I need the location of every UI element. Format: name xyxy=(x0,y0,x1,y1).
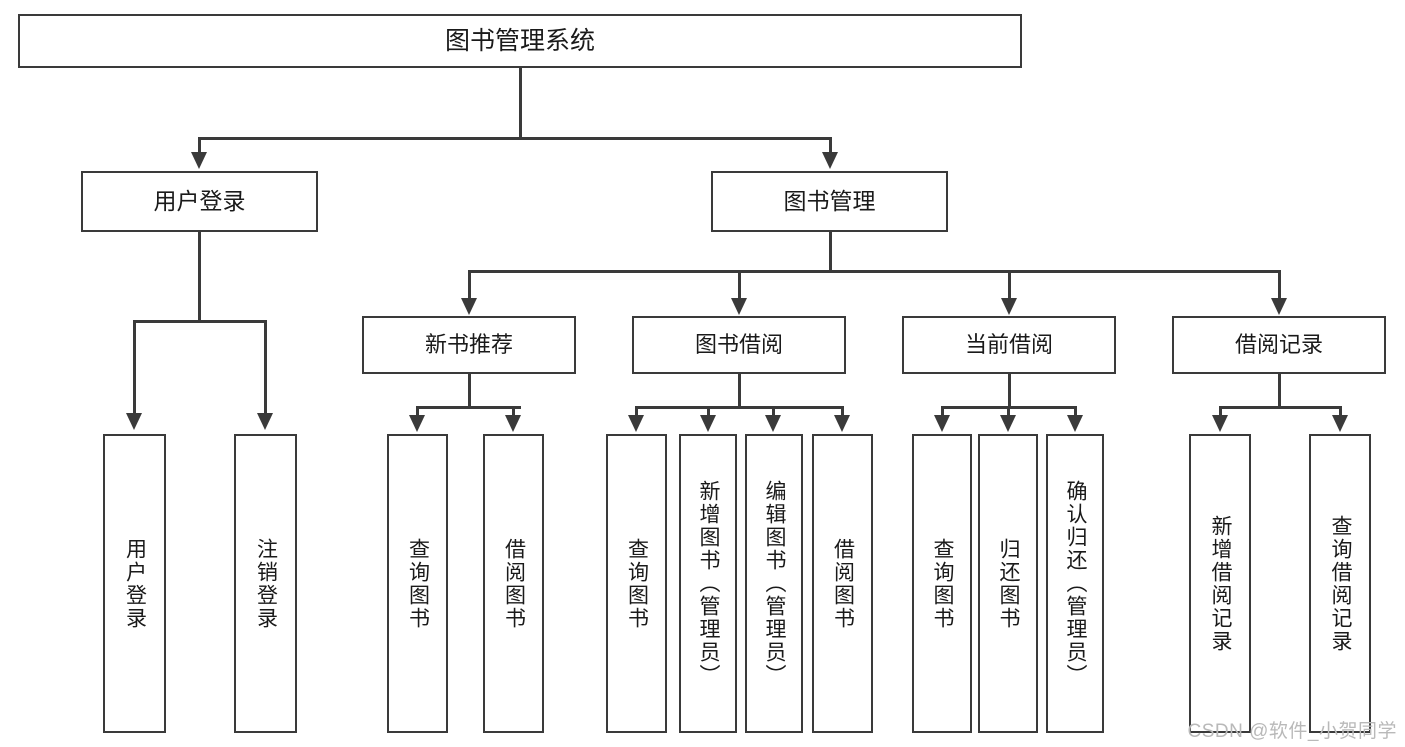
leaf-add-borrow-record[interactable]: 新增借阅记录 xyxy=(1189,434,1251,733)
connector-newbook-bar xyxy=(416,406,521,409)
connector-records-stem xyxy=(1278,374,1281,408)
arrow-current-to-leaf1 xyxy=(934,415,950,432)
node-label: 查询图书 xyxy=(406,537,430,630)
node-label: 新增图书（管理员） xyxy=(697,480,721,687)
node-label: 图书管理 xyxy=(783,188,876,215)
arrow-records-to-leaf1 xyxy=(1212,415,1228,432)
connector-bookmgmt-to-newbook xyxy=(468,270,471,301)
arrow-newbook-to-leaf1 xyxy=(409,415,425,432)
connector-bookmgmt-to-records xyxy=(1278,270,1281,301)
leaf-query-book-borrow[interactable]: 查询图书 xyxy=(606,434,667,733)
connector-borrow-stem xyxy=(738,374,741,408)
node-root-system[interactable]: 图书管理系统 xyxy=(18,14,1022,68)
node-label: 查询借阅记录 xyxy=(1329,514,1353,653)
connector-login-bar xyxy=(133,320,264,323)
arrow-bookmgmt-to-borrow xyxy=(731,298,747,315)
connector-root-stem xyxy=(519,68,522,138)
connector-newbook-to-leaf1 xyxy=(416,406,419,418)
node-label: 查询图书 xyxy=(625,537,649,630)
arrow-login-to-leaf2 xyxy=(257,413,273,430)
connector-current-stem xyxy=(1008,374,1011,408)
connector-current-to-leaf1 xyxy=(941,406,944,418)
connector-current-to-leaf2 xyxy=(1007,406,1010,418)
node-label: 注销登录 xyxy=(254,537,278,630)
connector-bookmgmt-stem xyxy=(829,232,832,272)
arrow-bookmgmt-to-records xyxy=(1271,298,1287,315)
leaf-edit-book-admin[interactable]: 编辑图书（管理员） xyxy=(745,434,803,733)
leaf-query-borrow-record[interactable]: 查询借阅记录 xyxy=(1309,434,1371,733)
node-new-book-recommend[interactable]: 新书推荐 xyxy=(362,316,576,374)
arrow-current-to-leaf2 xyxy=(1000,415,1016,432)
leaf-return-book[interactable]: 归还图书 xyxy=(978,434,1038,733)
leaf-query-book-current[interactable]: 查询图书 xyxy=(912,434,972,733)
arrow-borrow-to-leaf4 xyxy=(834,415,850,432)
node-label: 查询图书 xyxy=(931,537,955,630)
leaf-confirm-return-admin[interactable]: 确认归还（管理员） xyxy=(1046,434,1104,733)
connector-current-to-leaf3 xyxy=(1074,406,1077,418)
node-borrow-records[interactable]: 借阅记录 xyxy=(1172,316,1386,374)
leaf-borrow-book-recommend[interactable]: 借阅图书 xyxy=(483,434,544,733)
connector-records-to-leaf2 xyxy=(1339,406,1342,418)
connector-borrow-to-leaf1 xyxy=(635,406,638,418)
node-label: 用户登录 xyxy=(153,188,246,215)
leaf-borrow-book[interactable]: 借阅图书 xyxy=(812,434,873,733)
connector-borrow-bar xyxy=(635,406,843,409)
node-label: 图书借阅 xyxy=(694,332,783,358)
connector-login-stem xyxy=(198,232,201,322)
leaf-add-book-admin[interactable]: 新增图书（管理员） xyxy=(679,434,737,733)
arrow-root-to-bookmgmt xyxy=(822,152,838,169)
arrow-current-to-leaf3 xyxy=(1067,415,1083,432)
node-label: 当前借阅 xyxy=(964,332,1053,358)
arrow-borrow-to-leaf1 xyxy=(628,415,644,432)
node-label: 图书管理系统 xyxy=(444,26,595,55)
connector-bookmgmt-to-borrow xyxy=(738,270,741,301)
arrow-bookmgmt-to-current xyxy=(1001,298,1017,315)
node-label: 编辑图书（管理员） xyxy=(763,480,787,687)
connector-records-to-leaf1 xyxy=(1219,406,1222,418)
arrow-borrow-to-leaf3 xyxy=(765,415,781,432)
connector-root-bar xyxy=(198,137,831,140)
arrow-login-to-leaf1 xyxy=(126,413,142,430)
node-label: 新书推荐 xyxy=(424,332,513,358)
leaf-user-login[interactable]: 用户登录 xyxy=(103,434,166,733)
arrow-records-to-leaf2 xyxy=(1332,415,1348,432)
connector-borrow-to-leaf2 xyxy=(707,406,710,418)
node-label: 借阅记录 xyxy=(1234,332,1323,358)
node-book-management[interactable]: 图书管理 xyxy=(711,171,948,232)
node-label: 借阅图书 xyxy=(831,537,855,630)
connector-borrow-to-leaf4 xyxy=(841,406,844,418)
connector-bookmgmt-bar xyxy=(468,270,1280,273)
node-current-borrow[interactable]: 当前借阅 xyxy=(902,316,1116,374)
arrow-root-to-login xyxy=(191,152,207,169)
node-label: 用户登录 xyxy=(123,537,147,630)
connector-login-to-leaf2 xyxy=(264,320,267,416)
leaf-logout[interactable]: 注销登录 xyxy=(234,434,297,733)
node-label: 确认归还（管理员） xyxy=(1064,480,1088,687)
arrow-borrow-to-leaf2 xyxy=(700,415,716,432)
connector-newbook-stem xyxy=(468,374,471,408)
connector-root-to-login xyxy=(198,137,201,155)
arrow-bookmgmt-to-newbook xyxy=(461,298,477,315)
connector-login-to-leaf1 xyxy=(133,320,136,416)
node-user-login[interactable]: 用户登录 xyxy=(81,171,318,232)
node-label: 新增借阅记录 xyxy=(1209,514,1233,653)
connector-newbook-to-leaf2 xyxy=(512,406,515,418)
connector-bookmgmt-to-current xyxy=(1008,270,1011,301)
arrow-newbook-to-leaf2 xyxy=(505,415,521,432)
node-label: 归还图书 xyxy=(997,537,1021,630)
node-book-borrow[interactable]: 图书借阅 xyxy=(632,316,846,374)
connector-borrow-to-leaf3 xyxy=(772,406,775,418)
connector-root-to-bookmgmt xyxy=(829,137,832,155)
leaf-query-book-recommend[interactable]: 查询图书 xyxy=(387,434,448,733)
node-label: 借阅图书 xyxy=(502,537,526,630)
connector-records-bar xyxy=(1219,406,1341,409)
